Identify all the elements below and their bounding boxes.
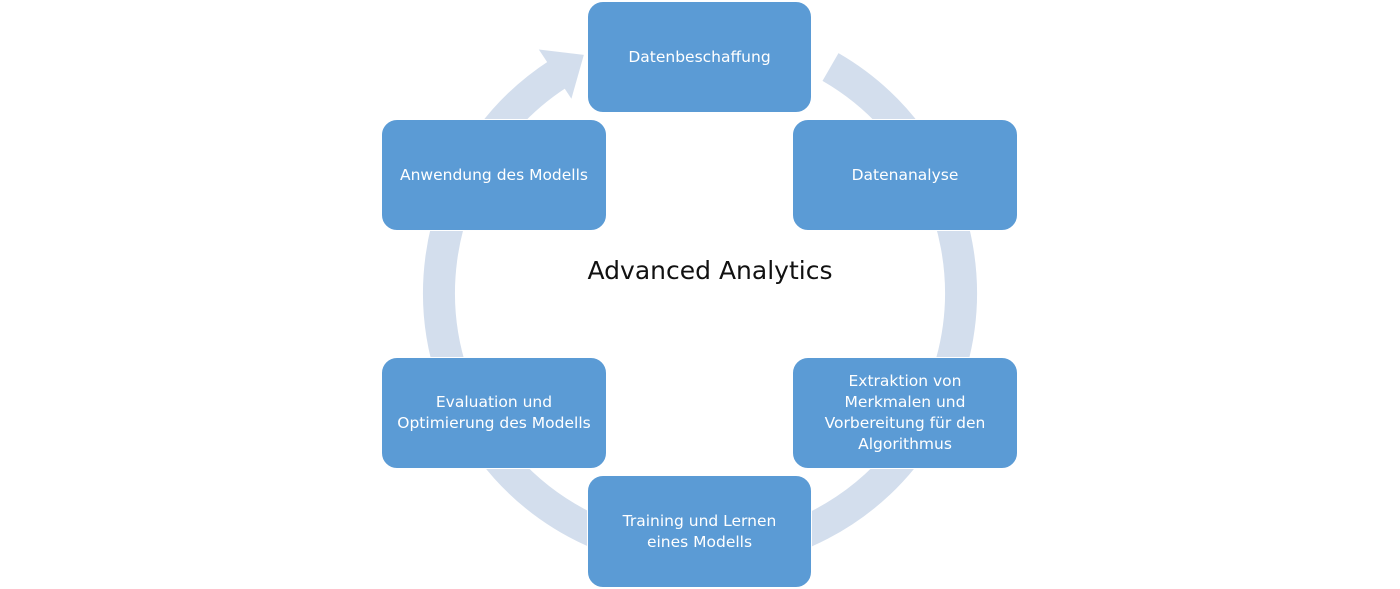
node-label: Datenbeschaffung [628,47,771,66]
center-title: Advanced Analytics [587,256,833,285]
node-anwendung: Anwendung des Modells [381,119,607,231]
node-datenbeschaffung: Datenbeschaffung [587,1,812,113]
node-evaluation: Evaluation und Optimierung des Modells [381,357,607,469]
node-datenanalyse: Datenanalyse [792,119,1018,231]
node-training: Training und Lernen eines Modells [587,475,812,588]
node-label: Extraktion von Merkmalen und Vorbereitun… [824,372,986,453]
node-label: Training und Lernen eines Modells [622,511,777,551]
node-label: Datenanalyse [851,165,959,184]
node-label: Evaluation und Optimierung des Modells [397,393,591,432]
node-extraktion: Extraktion von Merkmalen und Vorbereitun… [792,357,1018,469]
cycle-arrowhead-icon [538,49,584,99]
node-label: Anwendung des Modells [399,165,588,184]
